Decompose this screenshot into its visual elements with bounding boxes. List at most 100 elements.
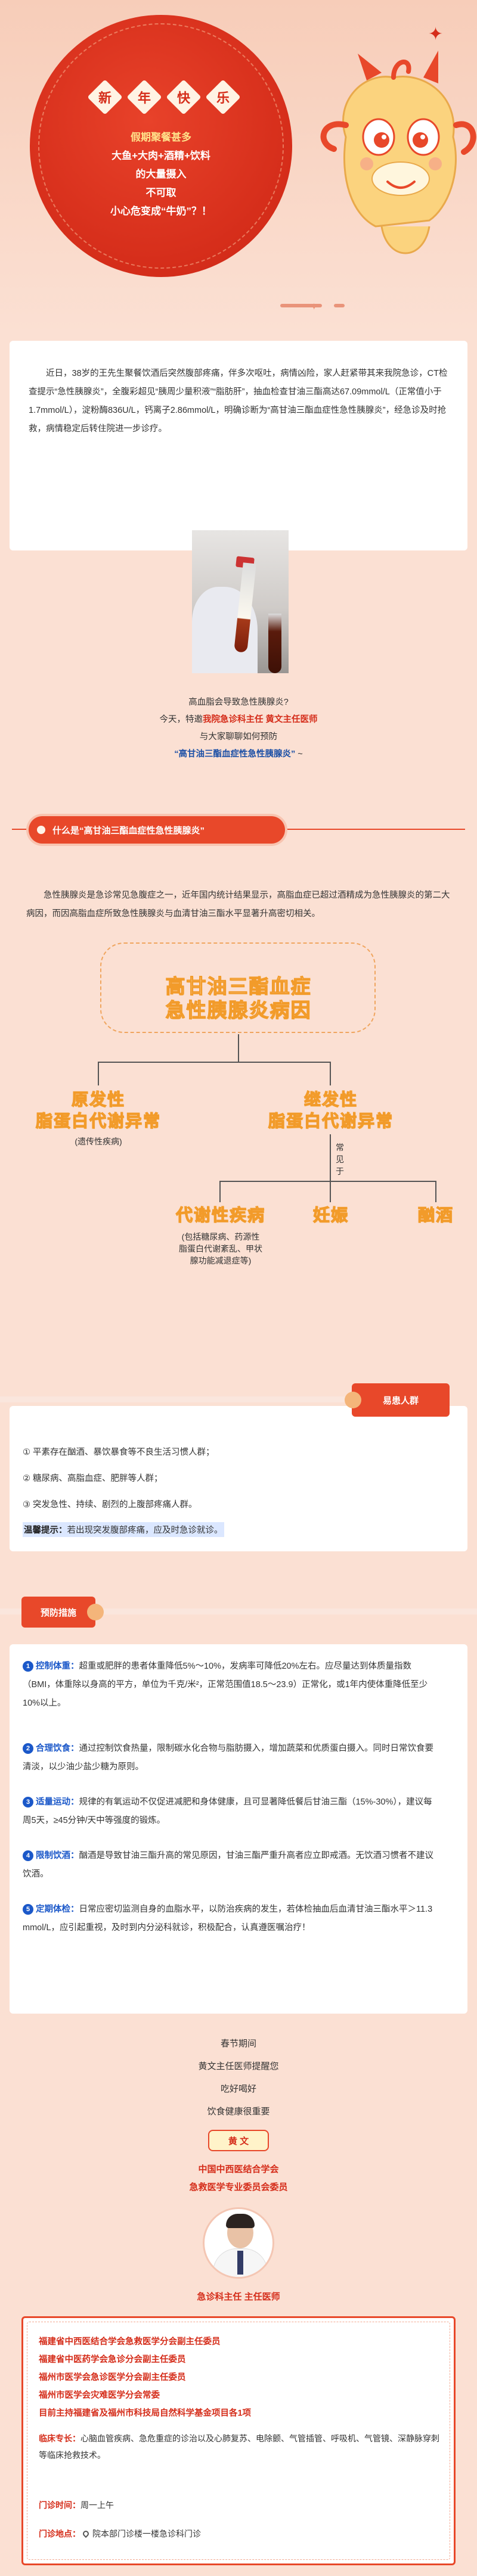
metabolic-cause-note: (包括糖尿病、药源性 脂蛋白代谢紊乱、甲状 腺功能减退症等) xyxy=(155,1231,286,1267)
profile-title: 福建省中西医结合学会急救医学分会副主任委员 xyxy=(39,2337,221,2347)
primary-cause-title: 原发性 脂蛋白代谢异常 xyxy=(24,1089,173,1132)
common-char: 于 xyxy=(336,1166,344,1176)
risk-group-tag: 易患人群 xyxy=(345,1383,450,1417)
primary-cause-line: 原发性 xyxy=(71,1090,125,1109)
clinic-time: 门诊时间：周一上午 xyxy=(39,2497,444,2513)
location-pin-icon xyxy=(81,2529,91,2538)
new-year-title: 新 年 快 乐 xyxy=(87,79,241,115)
note-line: 脂蛋白代谢紊乱、甲状 xyxy=(179,1244,262,1253)
doctor-profile-card: 福建省中西医结合学会急救医学分会副主任委员 福建省中医药学会急诊分会副主任委员 … xyxy=(21,2316,456,2565)
invite-line: 今天，特邀我院急诊科主任 黄文主任医师 xyxy=(0,711,477,729)
number-badge: 5 xyxy=(23,1904,33,1915)
decor-line xyxy=(280,304,322,307)
pregnancy-cause: 妊娠 xyxy=(312,1205,349,1224)
new-year-char: 新 xyxy=(87,79,123,115)
closing-line: 饮食健康很重要 xyxy=(207,2107,270,2117)
case-intro-text: 近日，38岁的王先生聚餐饮酒后突然腹部疼痛，伴多次呕吐，病情凶险，家人赶紧带其来… xyxy=(29,369,448,434)
secondary-cause-line: 脂蛋白代谢异常 xyxy=(268,1111,394,1130)
case-intro-card: 近日，38岁的王先生聚餐饮酒后突然腹部疼痛，伴多次呕吐，病情凶险，家人赶紧带其来… xyxy=(10,341,467,550)
prevention-text: 超重或肥胖的患者体重降低5%～10%，发病率可降低20%左右。应尽量达到体质量指… xyxy=(23,1662,428,1708)
primary-cause-line: 脂蛋白代谢异常 xyxy=(35,1111,161,1130)
closing-message: 春节期间 黄文主任医师提醒您 吃好喝好 饮食健康很重要 xyxy=(0,2033,477,2123)
closing-line: 吃好喝好 xyxy=(220,2084,256,2094)
diagram-connector xyxy=(219,1181,436,1182)
doctor-avatar xyxy=(203,2207,274,2279)
diagram-connector xyxy=(330,1134,331,1181)
secondary-cause-title: 继发性 脂蛋白代谢异常 xyxy=(256,1089,405,1132)
prevention-key: 定期体检： xyxy=(36,1905,79,1914)
diagram-root-title: 高甘油三酯血症 急性胰腺炎病因 xyxy=(0,975,477,1022)
diagram-root-frame xyxy=(100,942,376,1033)
doctor-name-badge: 黄 文 xyxy=(208,2130,269,2151)
banner-slogan: 假期聚餐甚多 大鱼+大肉+酒精+饮料 的大量摄入 不可取 小心危变成“牛奶”？！ xyxy=(54,128,268,220)
number-badge: 1 xyxy=(23,1661,33,1672)
specialty-text: 心脑血管疾病、急危重症的诊治以及心肺复苏、电除颤、气管插管、呼吸机、气管镜、深静… xyxy=(39,2434,439,2460)
prevention-text: 通过控制饮食热量，限制碳水化合物与脂肪摄入，增加蔬菜和优质蛋白摄入。同时日常饮食… xyxy=(23,1744,433,1772)
section-title-pill: 什么是“高甘油三酯血症性急性胰腺炎” xyxy=(29,816,285,844)
new-year-char: 乐 xyxy=(205,79,241,115)
warm-tip: 温馨提示：若出现突发腹部疼痛，应及时急诊就诊。 xyxy=(23,1522,224,1537)
diagram-connector xyxy=(435,1181,436,1202)
clinic-place-label: 门诊地点： xyxy=(39,2529,80,2538)
clinic-time-label: 门诊时间： xyxy=(39,2500,80,2510)
common-char: 常 xyxy=(336,1143,344,1152)
doctor-title: 急诊科主任 主任医师 xyxy=(197,2292,280,2302)
clinic-time-value: 周一上午 xyxy=(80,2500,114,2510)
secondary-cause-line: 继发性 xyxy=(303,1090,358,1109)
topic-line: “高甘油三酯血症性急性胰腺炎” ~ xyxy=(0,746,477,763)
dragon-mascot-icon xyxy=(320,51,476,254)
bullet-icon xyxy=(37,826,45,834)
section-paragraph: 急性胰腺炎是急诊常见急腹症之一，近年国内统计结果显示，高脂血症已超过酒精成为急性… xyxy=(26,891,450,919)
note-line: 腺功能减退症等) xyxy=(190,1256,252,1265)
question-block: 高血脂会导致急性胰腺炎? 今天，特邀我院急诊科主任 黄文主任医师 与大家聊聊如何… xyxy=(0,694,477,763)
banner-line: 假期聚餐甚多 xyxy=(131,132,191,143)
banner-red-disk xyxy=(30,15,292,277)
topic-highlight: “高甘油三酯血症性急性胰腺炎” xyxy=(174,749,296,759)
section-divider xyxy=(0,1609,477,1614)
prevention-text: 酗酒是导致甘油三酯升高的常见原因，甘油三酯严重升高者应立即戒酒。无饮酒习惯者不建… xyxy=(23,1851,433,1879)
common-char: 见 xyxy=(336,1155,344,1164)
diagram-root-line: 高甘油三酯血症 xyxy=(165,975,312,997)
new-year-char: 快 xyxy=(166,79,202,115)
org-line: 中国中西医结合学会 xyxy=(198,2164,279,2174)
question-line: 高血脂会导致急性胰腺炎? xyxy=(188,698,289,707)
prevention-text: 规律的有氧运动不仅促进减肥和身体健康，且可显著降低餐后甘油三酯（15%-30%）… xyxy=(23,1797,432,1825)
profile-title: 目前主持福建省及福州市科技局自然科学基金项目各1项 xyxy=(39,2409,252,2418)
decor-line xyxy=(334,304,345,307)
diagram-root-line: 急性胰腺炎病因 xyxy=(165,998,312,1021)
org-line: 急救医学专业委员会委员 xyxy=(189,2182,288,2192)
invite-prefix: 今天，特邀 xyxy=(159,715,203,724)
diagram-connector xyxy=(330,1062,331,1085)
clinic-place: 门诊地点：院本部门诊楼一楼急诊科门诊 xyxy=(39,2525,444,2542)
new-year-banner: 新 年 快 乐 假期聚餐甚多 大鱼+大肉+酒精+饮料 的大量摄入 不可取 小心危… xyxy=(0,0,477,334)
primary-cause-note: (遗传性疾病) xyxy=(75,1137,122,1146)
diagram-connector xyxy=(98,1062,99,1085)
diagram-connector xyxy=(330,1181,331,1202)
risk-item: ② 糖尿病、高脂血症、肥胖等人群； xyxy=(23,1474,163,1483)
number-badge: 2 xyxy=(23,1743,33,1754)
specialty-block: 临床专长：心脑血管疾病、急危重症的诊治以及心肺复苏、电除颤、气管插管、呼吸机、气… xyxy=(39,2430,444,2463)
profile-title: 福州市医学会急诊医学分会副主任委员 xyxy=(39,2373,186,2382)
prevention-key: 控制体重： xyxy=(36,1662,79,1671)
alcohol-cause: 酗酒 xyxy=(417,1205,454,1224)
specialty-label: 临床专长： xyxy=(39,2434,80,2443)
profile-title: 福建省中医药学会急诊分会副主任委员 xyxy=(39,2355,186,2365)
section-title: 什么是“高甘油三酯血症性急性胰腺炎” xyxy=(52,825,205,836)
warm-tip-text: 若出现突发腹部疼痛，应及时急诊就诊。 xyxy=(67,1526,223,1535)
banner-line: 大鱼+大肉+酒精+饮料 xyxy=(111,150,210,161)
talk-line: 与大家聊聊如何预防 xyxy=(199,732,278,742)
diagram-connector xyxy=(238,1034,239,1062)
diagram-connector xyxy=(219,1181,221,1202)
section-divider xyxy=(0,1396,355,1402)
closing-line: 春节期间 xyxy=(220,2039,256,2049)
number-badge: 4 xyxy=(23,1850,33,1861)
blood-sample-photo xyxy=(192,530,289,673)
banner-line: 小心危变成“牛奶”？！ xyxy=(110,206,212,217)
prevention-key: 合理饮食： xyxy=(36,1744,79,1753)
